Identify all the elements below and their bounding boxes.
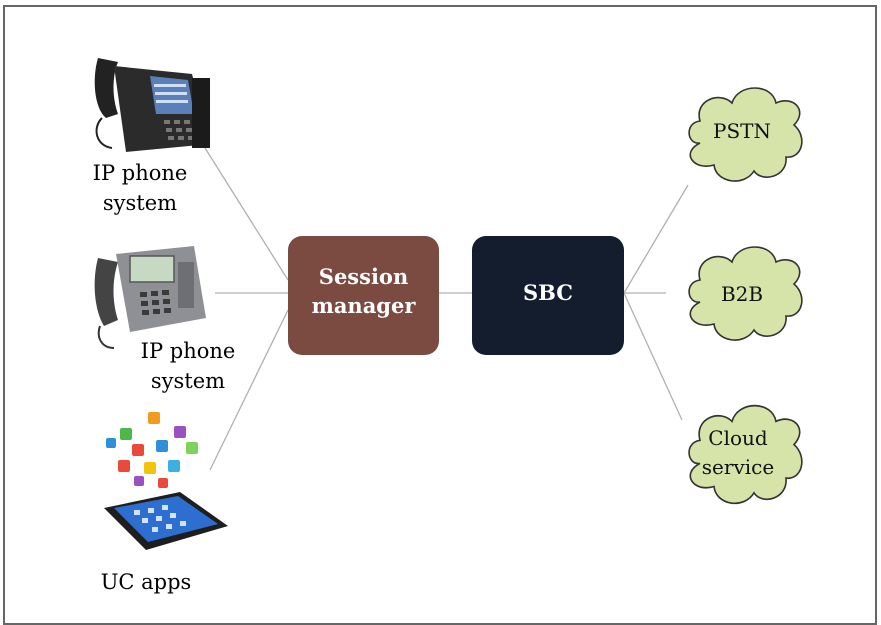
endpoint-label-phone2: IP phone system [128,336,248,396]
session-manager-box [288,236,439,355]
cloud-label-line2: service [701,455,775,479]
tablet-apps-icon [104,412,228,550]
endpoint-label-uc-apps: UC apps [100,570,192,594]
desk-phone-icon [94,58,210,152]
endpoint-label-phone1: IP phone system [80,158,200,218]
endpoint-label-line1: IP phone [92,161,188,185]
sbc-box [472,236,624,355]
session-manager-label: Session manager [288,262,439,320]
desk-phone-icon [94,246,206,349]
connector-apps-session [209,309,289,471]
session-manager-line2: manager [311,293,416,318]
session-manager-line1: Session [318,264,409,289]
connector-phone1-session [199,139,289,281]
sbc-label: SBC [522,280,574,305]
connector-sbc-pstn [623,184,689,294]
cloud-label-pstn: PSTN [713,119,771,143]
endpoint-label-line1: IP phone [140,339,236,363]
endpoint-label-line2: system [150,369,226,393]
cloud-label-b2b: B2B [720,282,764,306]
cloud-label-line1: Cloud [708,426,768,450]
cloud-label-cloud-service: Cloud service [678,424,798,482]
endpoint-label-line2: system [102,191,178,215]
connector-sbc-cloud [623,292,683,421]
